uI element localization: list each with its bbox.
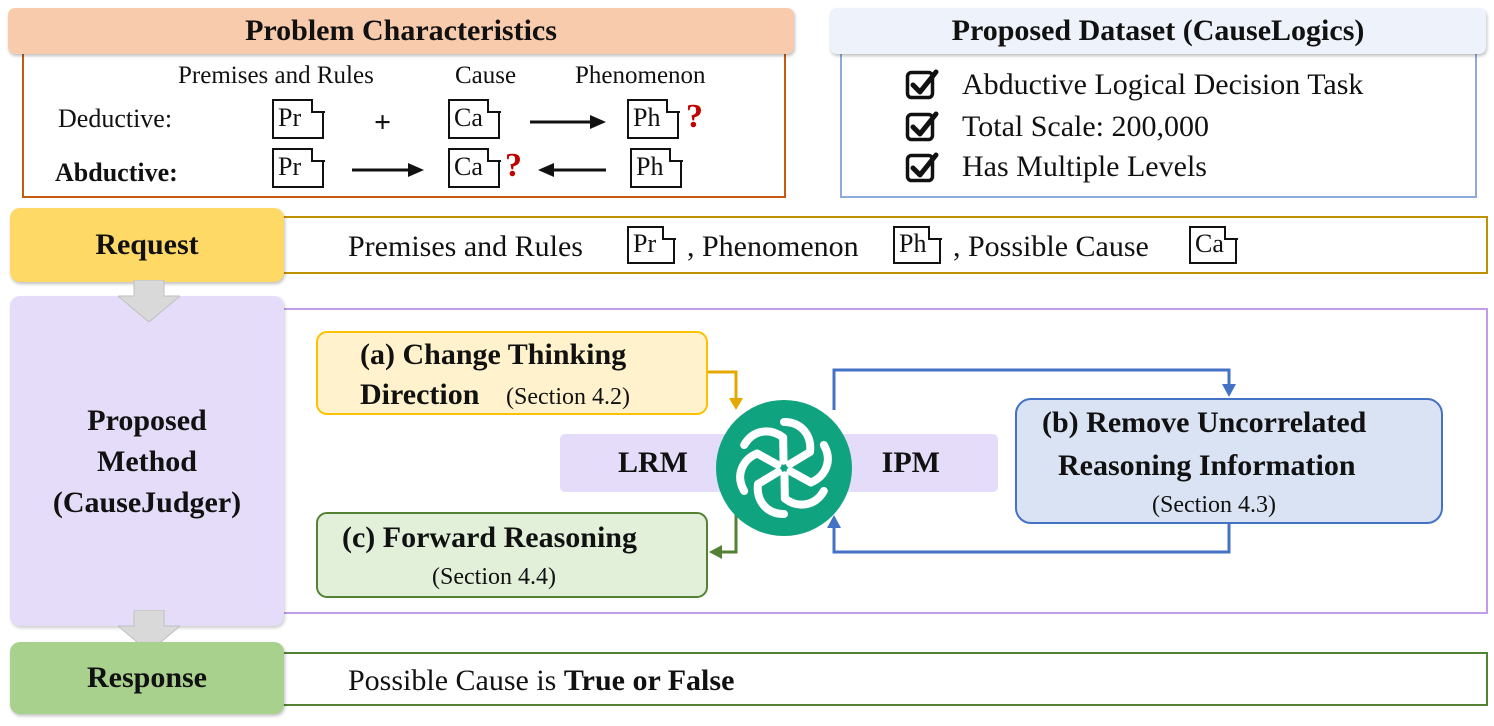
box-c-title: (c) Forward Reasoning [342,521,637,554]
problem-title-text: Problem Characteristics [245,14,557,47]
plus-sign: + [374,106,392,139]
col-cause-label: Cause [455,62,517,89]
col-premises-label: Premises and Rules [178,62,374,89]
request-text-cause: , Possible Cause [953,230,1149,263]
response-label-box: Response [10,642,284,714]
response-text-plain: Possible Cause is [348,664,564,697]
response-text: Possible Cause is True or False [348,664,734,698]
check-square-icon [905,150,939,184]
box-b-section: (Section 4.3) [1152,492,1276,518]
request-label: Request [95,228,199,261]
response-text-bold: True or False [563,664,735,697]
request-label-box: Request [10,208,284,282]
doc-phenomenon-request: Ph [893,225,942,264]
question-mark-cause: ? [505,147,522,184]
row-abductive-label: Abductive: [55,158,178,187]
arrow-right-abductive [352,163,424,177]
method-label-box: Proposed Method (CauseJudger) [10,296,284,626]
box-forward-reasoning [316,512,708,598]
box-c-section: (Section 4.4) [432,564,556,590]
doc-cause-request: Ca [1189,225,1238,264]
down-arrow-request-to-method [118,280,180,322]
doc-cause-abductive: Ca [448,147,501,188]
method-label-2: Method [97,444,197,478]
dataset-title-text: Proposed Dataset (CauseLogics) [951,14,1365,47]
response-label: Response [86,661,207,694]
box-change-thinking-direction [316,331,708,415]
ipm-label: IPM [881,446,940,479]
arrow-right-deductive [530,115,606,129]
dataset-item-3: Has Multiple Levels [962,150,1207,183]
box-b-title-2: Reasoning Information [1058,449,1356,482]
box-a-title-2: Direction [360,378,480,411]
question-mark-phenomenon: ? [686,98,703,135]
request-text-premises: Premises and Rules [348,230,583,263]
box-remove-uncorrelated-information [1015,398,1443,524]
box-a-title-1: (a) Change Thinking [360,338,627,371]
doc-premises-abductive: Pr [272,147,325,188]
doc-phenomenon-deductive: Ph [627,98,680,139]
doc-premises-deductive: Pr [272,98,325,139]
row-deductive-label: Deductive: [58,104,173,133]
request-text-phenomenon: , Phenomenon [687,230,859,263]
method-label-1: Proposed [87,403,207,437]
method-label-3: (CauseJudger) [52,485,242,519]
col-phenomenon-label: Phenomenon [575,62,706,89]
doc-premises-request: Pr [627,225,676,264]
check-square-icon [905,67,939,101]
dataset-item-1: Abductive Logical Decision Task [962,68,1364,101]
dataset-title: Proposed Dataset (CauseLogics) [830,8,1486,54]
dataset-item-2: Total Scale: 200,000 [962,110,1210,143]
openai-logo-icon [714,398,854,538]
problem-title: Problem Characteristics [8,8,794,54]
doc-cause-deductive: Ca [448,98,501,139]
check-square-icon [905,109,939,143]
arrow-left-abductive [538,163,606,177]
doc-phenomenon-abductive: Ph [630,147,683,188]
box-a-section: (Section 4.2) [506,384,630,410]
box-b-title-1: (b) Remove Uncorrelated [1042,406,1367,439]
lrm-label: LRM [618,446,688,479]
down-arrow-method-to-response [118,610,180,652]
